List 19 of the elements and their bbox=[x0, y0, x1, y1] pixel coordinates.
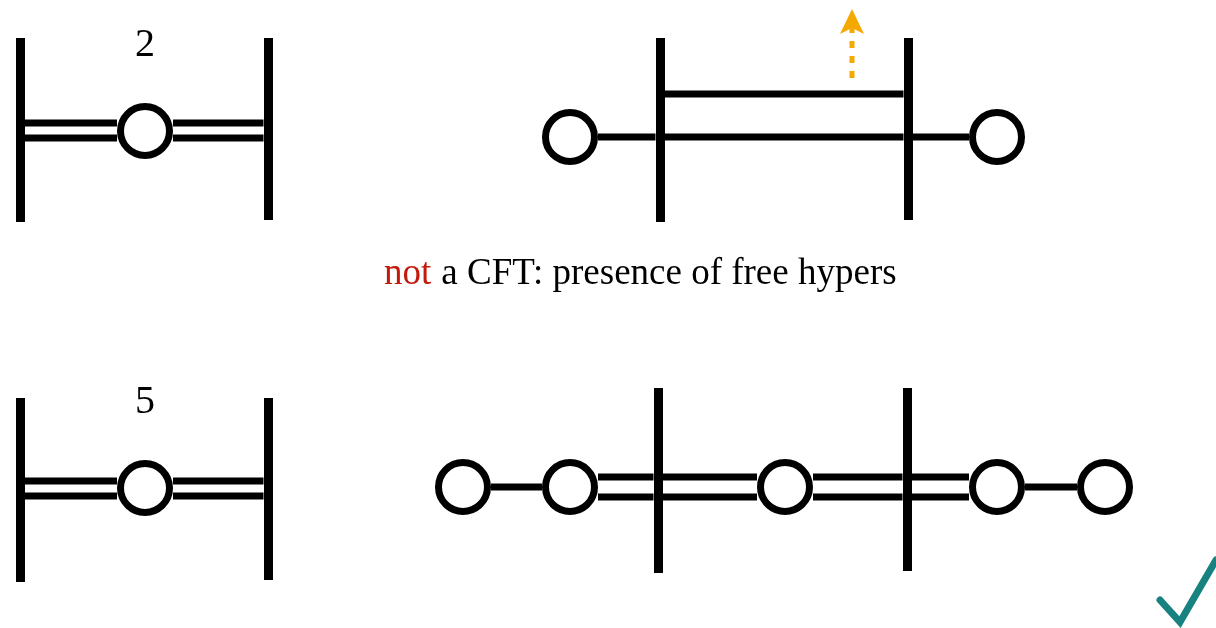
gauge-node-circle bbox=[542, 459, 598, 515]
line bbox=[664, 133, 904, 141]
note-text: not bbox=[384, 251, 432, 292]
rank-label: 5 bbox=[135, 380, 155, 420]
gauge-node-circle bbox=[757, 459, 813, 515]
gauge-node-circle bbox=[969, 459, 1025, 515]
rank-label: 2 bbox=[135, 23, 155, 63]
gauge-node-circle bbox=[435, 459, 491, 515]
line bbox=[598, 133, 656, 141]
gauge-node-circle bbox=[969, 109, 1025, 165]
line bbox=[912, 133, 969, 141]
gauge-node-circle bbox=[117, 460, 173, 516]
line bbox=[664, 90, 904, 98]
gauge-node-circle bbox=[1077, 459, 1133, 515]
gauge-node-circle bbox=[117, 103, 173, 159]
line bbox=[491, 483, 542, 491]
gauge-node-circle bbox=[542, 109, 598, 165]
line bbox=[1025, 483, 1077, 491]
note-text: a CFT: presence of free hypers bbox=[441, 251, 897, 292]
